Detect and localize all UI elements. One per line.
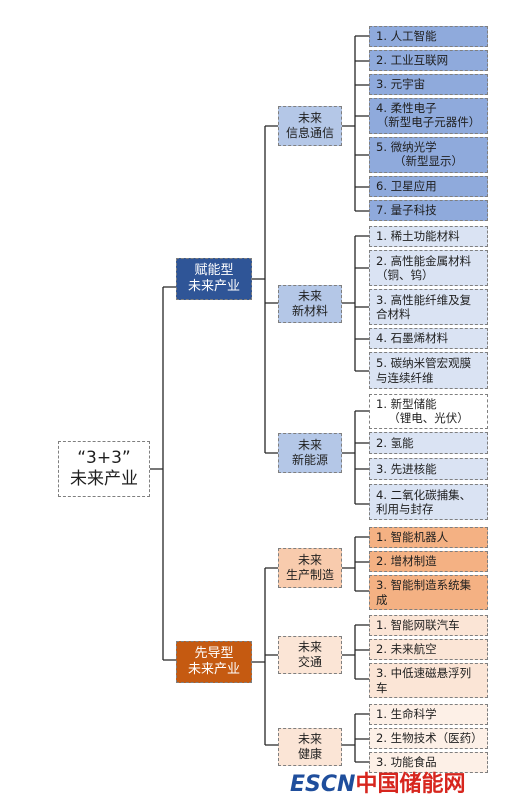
group-label-line1: 未来: [297, 553, 322, 567]
category-leading: 先导型 未来产业: [176, 641, 252, 683]
group-transportation: 未来 交通: [278, 636, 342, 674]
list-item: 6. 卫星应用: [369, 176, 488, 197]
list-item: 3. 元宇宙: [369, 74, 488, 95]
root-node: “3+3” 未来产业: [58, 441, 150, 497]
list-item: 3. 中低速磁悬浮列车: [369, 663, 488, 698]
root-title-line1: “3+3”: [77, 447, 131, 468]
list-item: 4. 二氧化碳捕集、利用与封存: [369, 484, 488, 520]
list-item: 2. 氢能: [369, 432, 488, 454]
category-label-line1: 先导型: [194, 645, 234, 661]
group-label-line1: 未来: [297, 289, 322, 303]
category-label-line2: 未来产业: [187, 279, 240, 294]
watermark-brand: ESCN: [290, 772, 356, 797]
list-item: 3. 智能制造系统集成: [369, 575, 488, 610]
group-production-manufacturing: 未来 生产制造: [278, 548, 342, 588]
list-item: 5. 微纳光学 （新型显示）: [369, 137, 488, 173]
root-title-line2: 未来产业: [70, 469, 138, 489]
group-label-line1: 未来: [297, 732, 322, 746]
list-item: 5. 碳纳米管宏观膜与连续纤维: [369, 352, 488, 389]
list-item: 3. 高性能纤维及复合材料: [369, 289, 488, 325]
list-item: 7. 量子科技: [369, 200, 488, 221]
group-info-communication: 未来 信息通信: [278, 106, 342, 146]
list-item: 3. 先进核能: [369, 458, 488, 480]
group-label-line1: 未来: [297, 640, 322, 654]
group-label-line1: 未来: [297, 438, 322, 452]
list-item: 4. 柔性电子 （新型电子元器件）: [369, 98, 488, 134]
category-label-line1: 赋能型: [194, 262, 234, 278]
group-new-materials: 未来 新材料: [278, 285, 342, 323]
list-item: 2. 工业互联网: [369, 50, 488, 71]
list-item: 1. 稀土功能材料: [369, 226, 488, 247]
group-label-line2: 新能源: [291, 453, 328, 467]
group-label-line2: 生产制造: [285, 568, 334, 582]
list-item: 2. 高性能金属材料（铜、钨）: [369, 250, 488, 286]
group-label-line2: 交通: [297, 655, 322, 669]
list-item: 2. 生物技术（医药）: [369, 728, 488, 749]
group-new-energy: 未来 新能源: [278, 433, 342, 473]
list-item: 4. 石墨烯材料: [369, 328, 488, 349]
list-item: 2. 增材制造: [369, 551, 488, 572]
group-label-line2: 新材料: [291, 304, 328, 318]
group-label-line2: 健康: [297, 747, 322, 761]
list-item: 3. 功能食品: [369, 752, 488, 773]
list-item: 1. 智能网联汽车: [369, 615, 488, 636]
category-enabling: 赋能型 未来产业: [176, 258, 252, 300]
list-item: 1. 生命科学: [369, 704, 488, 725]
category-label-line2: 未来产业: [187, 662, 240, 677]
list-item: 1. 智能机器人: [369, 527, 488, 548]
watermark-site: 中国储能网: [355, 772, 466, 797]
group-health: 未来 健康: [278, 728, 342, 766]
group-label-line2: 信息通信: [285, 126, 334, 140]
watermark-logo: ESCN中国储能网: [290, 766, 465, 798]
list-item: 2. 未来航空: [369, 639, 488, 660]
group-label-line1: 未来: [297, 111, 322, 125]
list-item: 1. 人工智能: [369, 26, 488, 47]
list-item: 1. 新型储能 （锂电、光伏）: [369, 394, 488, 429]
